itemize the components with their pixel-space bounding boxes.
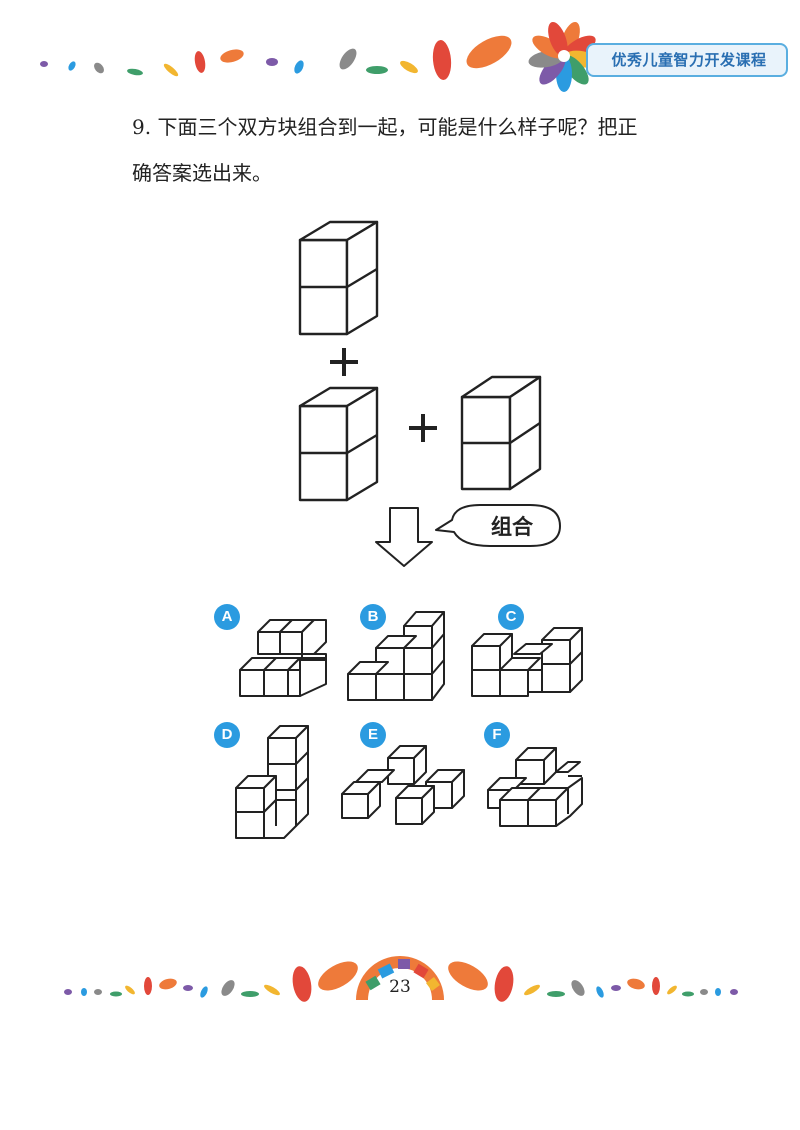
option-e-figure (341, 745, 465, 825)
option-c-figure (471, 627, 583, 697)
header-tab (586, 43, 788, 77)
combine-bubble-text: 组合 (491, 515, 533, 539)
question-line-1: 9. 下面三个双方块组合到一起，可能是什么样子呢？把正 (132, 115, 638, 139)
down-arrow-icon (375, 507, 433, 567)
option-c-badge[interactable]: C (498, 604, 524, 630)
double-block-1 (298, 220, 379, 336)
plus-sign-2 (409, 414, 437, 442)
option-e-badge[interactable]: E (360, 722, 386, 748)
option-b-badge[interactable]: B (360, 604, 386, 630)
speech-bubble (435, 504, 561, 547)
option-f-badge[interactable]: F (484, 722, 510, 748)
double-block-3 (460, 375, 542, 491)
option-a-badge[interactable]: A (214, 604, 240, 630)
question-line-2: 确答案选出来。 (132, 161, 272, 185)
header-title: 优秀儿童智力开发课程 (611, 51, 767, 69)
option-d-badge[interactable]: D (214, 722, 240, 748)
top-petal-decoration (40, 21, 600, 92)
page-number: 23 (389, 977, 411, 997)
question-text: 9. 下面三个双方块组合到一起，可能是什么样子呢？把正 确答案选出来。 (132, 104, 692, 196)
option-d-figure (235, 725, 309, 839)
option-a-figure (239, 619, 327, 697)
double-block-2 (298, 386, 379, 502)
option-b-figure (347, 611, 445, 701)
option-f-figure (487, 747, 583, 827)
plus-sign-1 (330, 348, 358, 376)
bottom-petal-decoration (64, 956, 738, 1002)
